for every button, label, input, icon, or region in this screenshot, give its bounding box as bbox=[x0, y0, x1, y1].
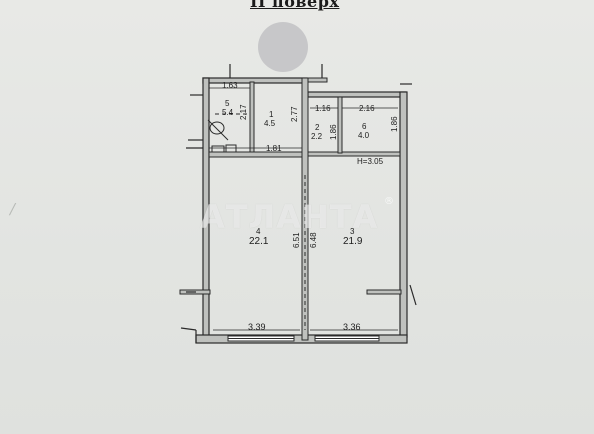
dim-2-16: 2.16 bbox=[359, 104, 375, 113]
room-4-area: 22.1 bbox=[249, 236, 269, 247]
wall-room5-room1 bbox=[249, 81, 255, 155]
room-2-area: 2.2 bbox=[311, 132, 323, 141]
room-2-number: 2 bbox=[315, 123, 320, 132]
room-1-number: 1 bbox=[269, 110, 274, 119]
dim-2-77: 2.77 bbox=[290, 106, 299, 122]
room-5-area: 5.4 bbox=[222, 108, 234, 117]
wall-center-divider bbox=[301, 77, 309, 341]
toilet-fixture bbox=[209, 121, 225, 135]
room-3-number: 3 bbox=[350, 227, 355, 236]
dim-1-86-left: 1.86 bbox=[329, 124, 338, 140]
dimension-lines bbox=[209, 87, 398, 331]
ceiling-height: H=3.05 bbox=[357, 157, 384, 166]
wall-right-rooms-bottom bbox=[307, 151, 401, 157]
room-6-number: 6 bbox=[362, 122, 367, 131]
dim-1-81: 1.81 bbox=[266, 144, 282, 153]
wall-right bbox=[399, 91, 408, 338]
dim-6-51: 6.51 bbox=[292, 232, 301, 248]
wall-room2-room6 bbox=[337, 96, 343, 154]
wall-top-right bbox=[307, 91, 407, 98]
dim-6-48: 6.48 bbox=[309, 232, 318, 248]
dim-3-36: 3.36 bbox=[343, 322, 361, 332]
dim-1-16: 1.16 bbox=[315, 104, 331, 113]
wall-top-stub bbox=[306, 77, 328, 83]
room-3-area: 21.9 bbox=[343, 236, 363, 247]
tick-marks bbox=[180, 64, 417, 343]
dim-1-86-right: 1.86 bbox=[390, 116, 399, 132]
windows bbox=[227, 335, 380, 342]
room-5-number: 5 bbox=[225, 99, 230, 108]
room-6-area: 4.0 bbox=[358, 131, 370, 140]
dim-3-39: 3.39 bbox=[248, 322, 266, 332]
watermark-logo: АТЛАНТА bbox=[200, 198, 379, 236]
redacted-circle bbox=[258, 22, 308, 72]
dim-1-63: 1.63 bbox=[222, 81, 238, 90]
dashed-openings bbox=[215, 113, 306, 330]
room-4-number: 4 bbox=[256, 227, 261, 236]
faint-background-scribble: / bbox=[10, 200, 16, 218]
sink-fixture bbox=[225, 144, 237, 153]
watermark-registered-mark: ® bbox=[384, 196, 394, 207]
room-1-area: 4.5 bbox=[264, 119, 276, 128]
floor-title: ІІ поверх bbox=[250, 0, 340, 11]
wall-top-left bbox=[202, 77, 308, 84]
dim-2-17: 2.17 bbox=[239, 104, 248, 120]
tub-fixture bbox=[211, 145, 225, 153]
wall-stub-right bbox=[366, 289, 402, 295]
bathroom-fixtures bbox=[207, 119, 237, 153]
wall-bath-bottom bbox=[208, 151, 303, 158]
